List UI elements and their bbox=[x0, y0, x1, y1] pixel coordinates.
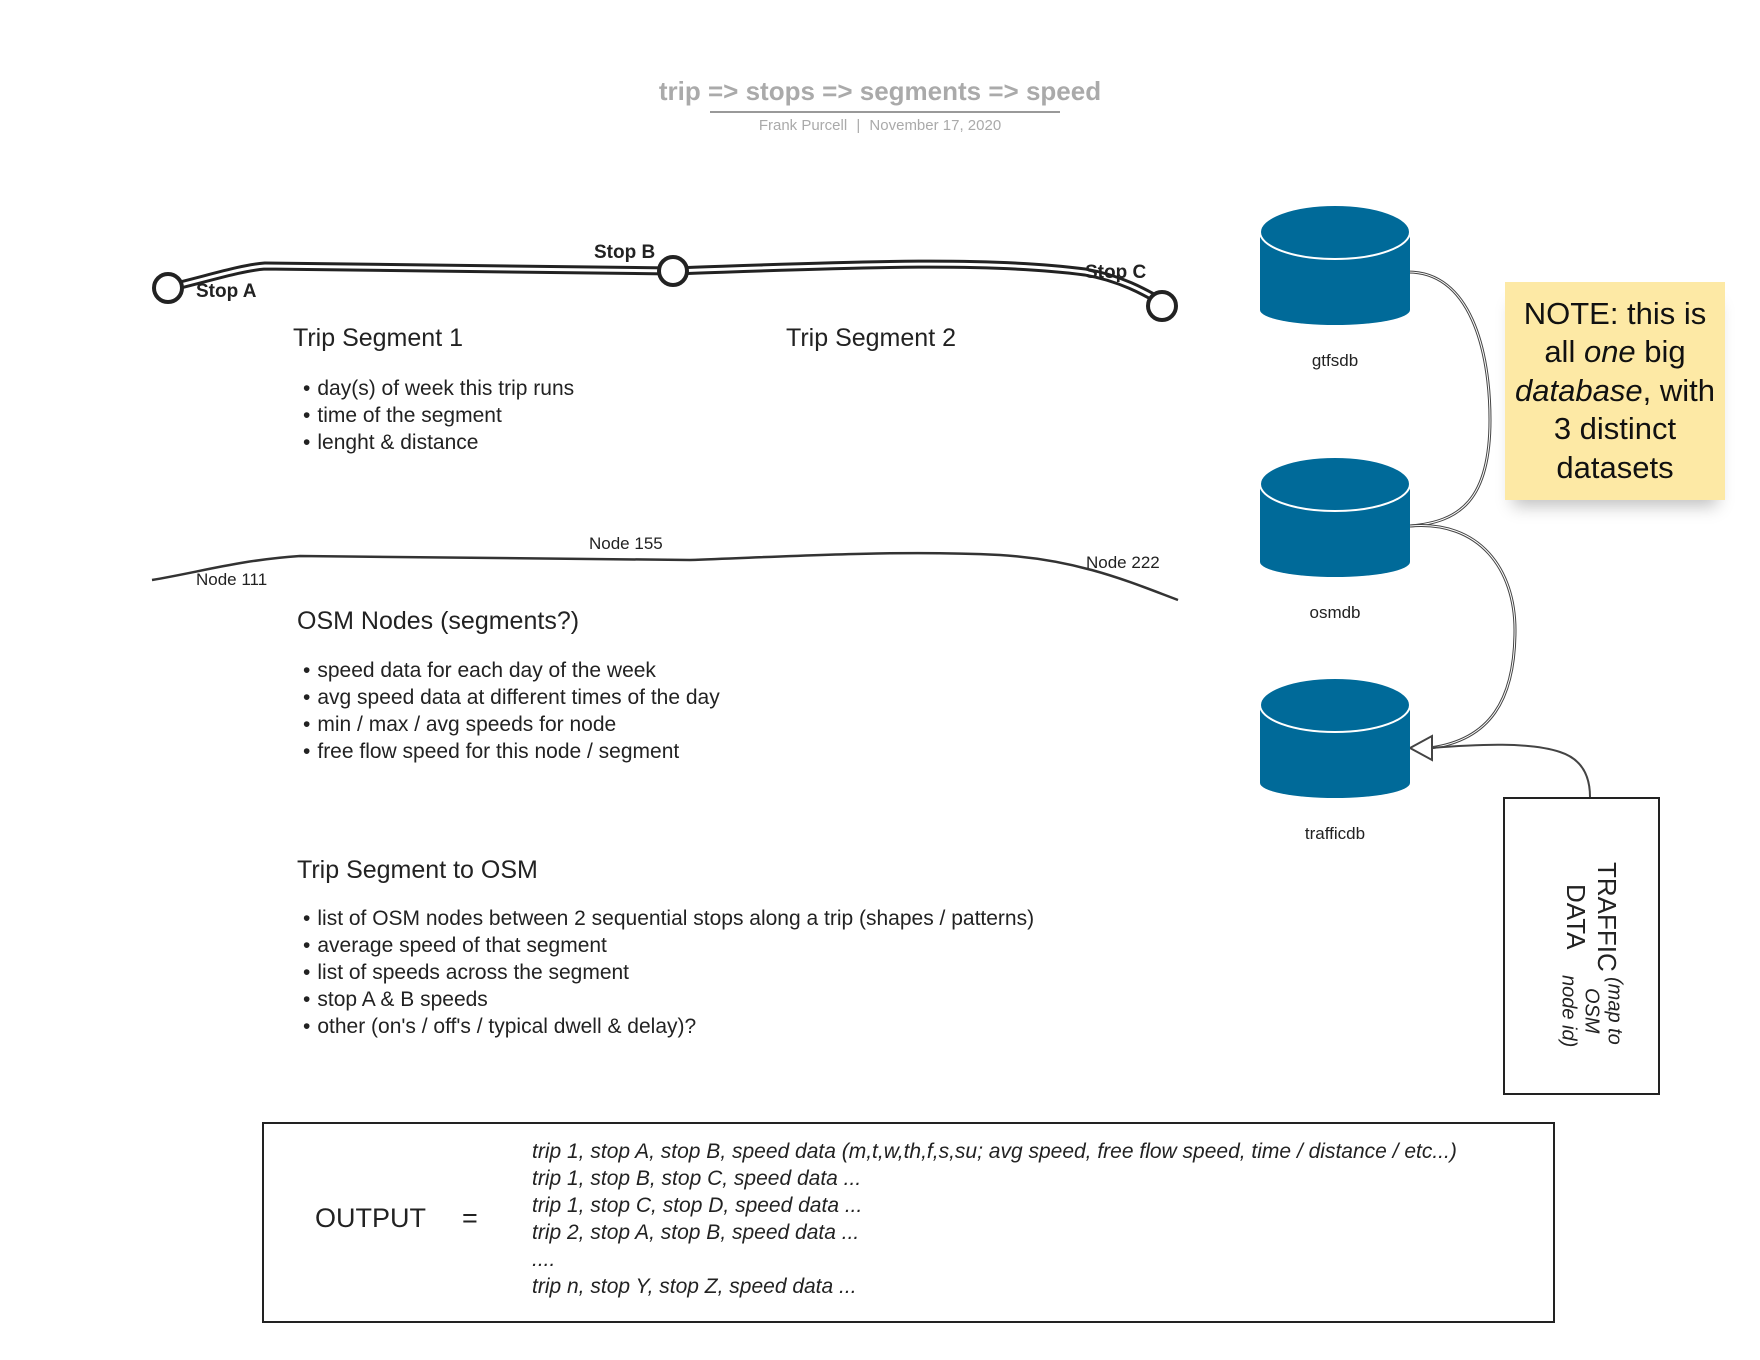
trip-segment-bullets: day(s) of week this trip runs time of th… bbox=[303, 375, 574, 456]
traffic-data-title: TRAFFIC DATA bbox=[1561, 862, 1622, 972]
trip-segment-to-osm-title: Trip Segment to OSM bbox=[297, 856, 538, 884]
db-label-osmdb: osmdb bbox=[1309, 603, 1361, 622]
list-item: time of the segment bbox=[303, 402, 574, 429]
page-meta: Frank Purcell | November 17, 2020 bbox=[0, 117, 1760, 134]
list-item: min / max / avg speeds for node bbox=[303, 711, 720, 738]
note-line: NOTE: this is bbox=[1523, 295, 1707, 331]
node-111-label: Node 111 bbox=[196, 570, 268, 589]
note-line: datasets bbox=[1556, 449, 1674, 485]
author: Frank Purcell bbox=[758, 117, 848, 134]
date: November 17, 2020 bbox=[869, 117, 1002, 134]
traffic-data-box bbox=[1503, 797, 1660, 1095]
output-equals: = bbox=[462, 1203, 478, 1233]
node-222-label: Node 222 bbox=[1086, 553, 1160, 572]
db-label-trafficdb: trafficdb bbox=[1304, 824, 1366, 843]
osm-nodes-bullets: speed data for each day of the week avg … bbox=[303, 657, 720, 765]
sticky-note: NOTE: this is all one big database, with… bbox=[1505, 282, 1725, 500]
note-line: database, with bbox=[1515, 372, 1715, 408]
trip-segment-1-title: Trip Segment 1 bbox=[293, 324, 463, 352]
output-line: trip n, stop Y, stop Z, speed data ... bbox=[532, 1275, 857, 1298]
traffic-data-connector bbox=[1429, 743, 1591, 798]
node-155-label: Node 155 bbox=[589, 534, 663, 553]
arrow-head-icon bbox=[1407, 734, 1433, 762]
output-lines: trip 1, stop A, stop B, speed data (m,t,… bbox=[532, 1138, 1457, 1300]
list-item: day(s) of week this trip runs bbox=[303, 375, 574, 402]
title-underline bbox=[710, 111, 1060, 113]
db-cylinder-osmdb bbox=[1259, 456, 1411, 577]
output-line: trip 2, stop A, stop B, speed data ... bbox=[532, 1221, 860, 1244]
output-line: trip 1, stop C, stop D, speed data ... bbox=[532, 1194, 863, 1217]
output-box bbox=[262, 1122, 1555, 1323]
note-line: 3 distinct bbox=[1553, 411, 1677, 447]
trip-segment-2-title: Trip Segment 2 bbox=[786, 324, 956, 352]
stop-c-marker bbox=[1146, 290, 1178, 322]
trip-route-line bbox=[166, 259, 1165, 306]
osm-nodes-title: OSM Nodes (segments?) bbox=[297, 607, 580, 635]
page-title: trip => stops => segments => speed bbox=[658, 76, 1102, 106]
list-item: other (on's / off's / typical dwell & de… bbox=[303, 1013, 1034, 1040]
list-item: list of speeds across the segment bbox=[303, 959, 1034, 986]
db-label-gtfsdb: gtfsdb bbox=[1311, 351, 1359, 370]
output-label: OUTPUT bbox=[315, 1203, 426, 1233]
list-item: speed data for each day of the week bbox=[303, 657, 720, 684]
output-line: trip 1, stop A, stop B, speed data (m,t,… bbox=[532, 1140, 1457, 1163]
stop-b-label: Stop B bbox=[594, 242, 656, 263]
output-line: .... bbox=[532, 1248, 556, 1271]
list-item: free flow speed for this node / segment bbox=[303, 738, 720, 765]
list-item: stop A & B speeds bbox=[303, 986, 1034, 1013]
meta-separator: | bbox=[856, 117, 861, 134]
stop-a-label: Stop A bbox=[196, 281, 257, 302]
stop-c-label: Stop C bbox=[1085, 262, 1147, 283]
trip-segment-to-osm-bullets: list of OSM nodes between 2 sequential s… bbox=[303, 905, 1034, 1040]
note-line: all one big bbox=[1544, 334, 1686, 370]
traffic-data-text: TRAFFIC DATA (map to OSM node id) bbox=[1522, 862, 1660, 1050]
stop-a-marker bbox=[152, 272, 184, 304]
list-item: lenght & distance bbox=[303, 429, 574, 456]
list-item: list of OSM nodes between 2 sequential s… bbox=[303, 905, 1034, 932]
list-item: avg speed data at different times of the… bbox=[303, 684, 719, 711]
osm-node-line bbox=[151, 551, 1179, 602]
traffic-data-subtitle: (map to OSM node id) bbox=[1557, 974, 1626, 1048]
stop-b-marker bbox=[657, 255, 689, 287]
list-item: average speed of that segment bbox=[303, 932, 1034, 959]
db-cylinder-gtfsdb bbox=[1259, 204, 1411, 325]
osmdb-trafficdb-connector bbox=[1409, 524, 1517, 750]
output-line: trip 1, stop B, stop C, speed data ... bbox=[532, 1167, 862, 1190]
db-cylinder-trafficdb bbox=[1259, 677, 1411, 798]
